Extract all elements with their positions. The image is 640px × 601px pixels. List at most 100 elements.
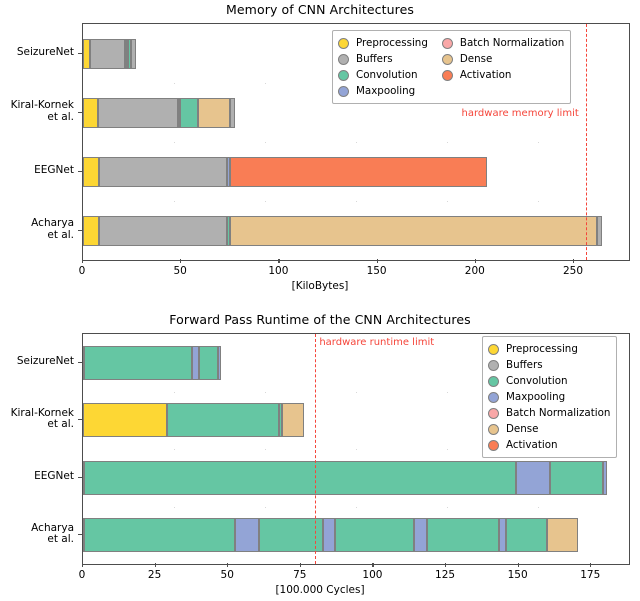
- x-axis-tick: [180, 259, 182, 263]
- bar-segment-convolution: [127, 38, 131, 69]
- bar-segment-maxpooling: [191, 345, 200, 380]
- bar-segment-buffers: [230, 97, 236, 128]
- x-axis-tick: [372, 563, 374, 567]
- grid-dot: [174, 449, 175, 450]
- bar-segment-maxpooling: [235, 518, 259, 553]
- chart-title-memory: Memory of CNN Architectures: [226, 2, 414, 17]
- bar-segment-convolution: [279, 403, 282, 438]
- legend-swatch-convolution-icon: [488, 375, 499, 387]
- y-axis-tick: [78, 111, 82, 113]
- y-axis-tick: [78, 52, 82, 54]
- bar-segment-buffers: [90, 38, 126, 69]
- grid-dot: [174, 506, 175, 508]
- stacked-bar: [83, 97, 236, 128]
- x-axis-tick: [590, 563, 592, 567]
- bar-segment-dense: [230, 215, 597, 246]
- bar-segment-convolution: [505, 518, 547, 553]
- grid-dot: [356, 201, 357, 202]
- stacked-bar: [83, 38, 136, 69]
- legend-label: Activation: [506, 439, 558, 451]
- y-axis-label-0: SeizureNet: [16, 354, 74, 367]
- legend-item-maxpooling: Maxpooling: [488, 389, 610, 405]
- legend-label: Buffers: [356, 53, 393, 65]
- bar-segment-buffers: [98, 156, 227, 187]
- legend-label: Preprocessing: [356, 37, 428, 49]
- hardware-limit-label: hardware memory limit: [461, 108, 579, 119]
- grid-dot: [356, 506, 357, 508]
- legend-item-batch-normalization: Batch Normalization: [441, 35, 564, 51]
- bar-segment-preprocessing: [83, 215, 99, 246]
- legend-item-convolution: Convolution: [488, 373, 610, 389]
- x-axis-tick: [278, 259, 280, 263]
- bar-segment-maxpooling: [498, 518, 506, 553]
- y-axis-label-2: EEGNet: [34, 163, 74, 176]
- x-axis-tick-label: 50: [173, 265, 187, 277]
- grid-dot: [447, 391, 448, 393]
- grid-dot: [265, 391, 266, 393]
- y-axis-label-3: Acharya et al.: [31, 217, 74, 241]
- bar-segment-buffers: [98, 215, 228, 246]
- y-axis-label-1: Kiral-Kornek et al.: [10, 406, 74, 431]
- x-axis-tick: [299, 563, 301, 567]
- legend-label: Dense: [459, 53, 493, 65]
- bar-segment-convolution: [84, 460, 517, 495]
- grid-dot: [356, 391, 357, 393]
- grid-dot: [265, 83, 266, 84]
- legend-label: Activation: [459, 69, 512, 81]
- x-axis-tick: [82, 259, 84, 263]
- legend-swatch-buffers-icon: [488, 359, 499, 371]
- bar-segment-convolution: [258, 518, 323, 553]
- x-axis-tick-label: 200: [464, 265, 485, 277]
- stacked-bar: [83, 156, 487, 187]
- x-axis-tick: [154, 563, 156, 567]
- stacked-bar: [83, 345, 221, 380]
- bar-segment-maxpooling: [602, 460, 608, 495]
- bar-segment-convolution: [167, 403, 280, 438]
- bar-segment-convolution: [125, 38, 128, 69]
- x-axis-tick-label: 100: [268, 265, 289, 277]
- grid-dot: [174, 83, 175, 84]
- bar-segment-buffers: [596, 215, 603, 246]
- bar-segment-buffers: [98, 97, 178, 128]
- legend-item-buffers: Buffers: [488, 357, 610, 373]
- bar-segment-dense: [546, 518, 579, 553]
- bar-segment-maxpooling: [516, 460, 550, 495]
- stacked-bar: [83, 215, 603, 246]
- grid-dot: [447, 142, 448, 143]
- bar-segment-preprocessing: [83, 97, 99, 128]
- bar-segment-buffers: [130, 38, 136, 69]
- x-axis-tick-label: 100: [362, 569, 383, 581]
- bar-segment-convolution: [84, 518, 236, 553]
- grid-dot: [174, 142, 175, 143]
- y-axis-label-3: Acharya et al.: [31, 521, 74, 546]
- x-axis-tick-label: 250: [562, 265, 584, 277]
- x-axis-tick: [376, 259, 378, 263]
- bar-segment-maxpooling: [218, 345, 221, 380]
- grid-dot: [265, 506, 266, 508]
- y-axis-tick: [78, 419, 82, 421]
- grid-dot: [174, 201, 175, 202]
- legend-swatch-activation-icon: [441, 69, 453, 81]
- grid-dot: [265, 142, 266, 143]
- stacked-bar: [83, 460, 608, 495]
- bar-segment-convolution: [227, 215, 231, 246]
- x-axis-tick-label: 150: [366, 265, 387, 277]
- x-axis-tick: [474, 259, 476, 263]
- bar-segment-preprocessing: [83, 156, 99, 187]
- x-axis-tick: [82, 563, 84, 567]
- legend-swatch-batch-normalization-icon: [488, 407, 499, 419]
- legend-swatch-preprocessing-icon: [338, 37, 349, 49]
- legend-item-dense: Dense: [488, 421, 610, 437]
- x-axis-tick-label: 50: [220, 569, 234, 581]
- y-axis-tick: [78, 229, 82, 231]
- bar-segment-preprocessing: [83, 403, 168, 438]
- grid-dot: [356, 142, 357, 143]
- legend-swatch-buffers-icon: [338, 53, 349, 65]
- bar-segment-maxpooling: [322, 518, 335, 553]
- grid-dot: [265, 449, 266, 450]
- stacked-bar: [83, 403, 304, 438]
- x-axis-tick-label: 175: [580, 569, 601, 581]
